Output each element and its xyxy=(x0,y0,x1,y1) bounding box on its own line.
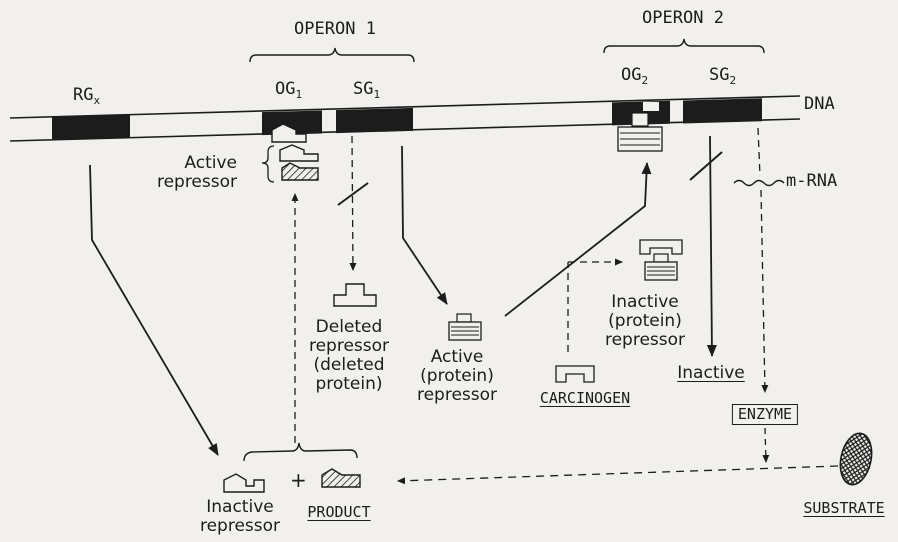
dna-strand xyxy=(10,96,800,141)
operon2-brace xyxy=(604,39,764,53)
plus-sign: + xyxy=(290,471,307,490)
operon1-label: OPERON 1 xyxy=(294,20,376,39)
inactive-protein-repressor-shape xyxy=(640,240,682,280)
sg2-gene-segment xyxy=(683,98,762,123)
sg1-gene-label: SG1 xyxy=(353,80,380,99)
operon1-brace xyxy=(250,48,414,62)
substrate-label: SUBSTRATE xyxy=(803,499,884,518)
rg-to-inactive-repressor-arrow xyxy=(90,165,218,455)
product-shape xyxy=(322,469,360,487)
operon2-label: OPERON 2 xyxy=(642,9,724,28)
deleted-repressor-dashed-arrow xyxy=(352,136,353,270)
rg-gene-label: RGx xyxy=(73,86,100,105)
sg1-to-active-repressor-arrow xyxy=(402,146,447,304)
active-repressor-brace xyxy=(262,146,274,182)
substrate-to-product-arrow xyxy=(398,466,838,481)
deleted-repressor-label: Deleted repressor (deleted protein) xyxy=(309,318,389,394)
inactive-protein-repressor-label: Inactive (protein) repressor xyxy=(605,293,685,350)
sg1-gene-segment xyxy=(336,108,413,133)
og1-gene-label: OG1 xyxy=(275,80,302,99)
inactive-repressor-shape xyxy=(224,474,264,492)
mrna-wavy-line xyxy=(734,181,784,186)
sg2-block-mark xyxy=(690,152,722,180)
sg2-to-inactive-arrow xyxy=(710,136,712,356)
product-label: PRODUCT xyxy=(307,503,370,522)
og2-gene-label: OG2 xyxy=(621,66,648,85)
inactive-enzyme-label: Inactive xyxy=(677,364,744,383)
substrate-shape xyxy=(836,430,876,487)
carcinogen-shape xyxy=(556,366,594,382)
enzyme-to-reaction-arrow xyxy=(765,428,766,462)
enzyme-label: ENZYME xyxy=(732,404,798,425)
mrna-dashed-from-dna xyxy=(758,128,760,176)
sg2-gene-label: SG2 xyxy=(709,66,736,85)
mrna-to-enzyme-arrow xyxy=(761,190,765,392)
active-repressor-shape xyxy=(280,145,318,180)
active-protein-repressor-label: Active (protein) repressor xyxy=(417,348,497,405)
active-repressor-label: Active repressor xyxy=(141,154,237,192)
carcinogen-label: CARCINOGEN xyxy=(540,389,630,408)
dna-label: DNA xyxy=(804,95,835,114)
feedback-brace xyxy=(244,443,357,461)
deleted-repressor-shape xyxy=(334,284,376,306)
inactive-repressor-label: Inactive repressor xyxy=(200,498,280,536)
rg-gene-segment xyxy=(52,115,130,140)
active-protein-repressor-shape xyxy=(449,314,481,340)
mrna-label: m-RNA xyxy=(786,172,837,191)
